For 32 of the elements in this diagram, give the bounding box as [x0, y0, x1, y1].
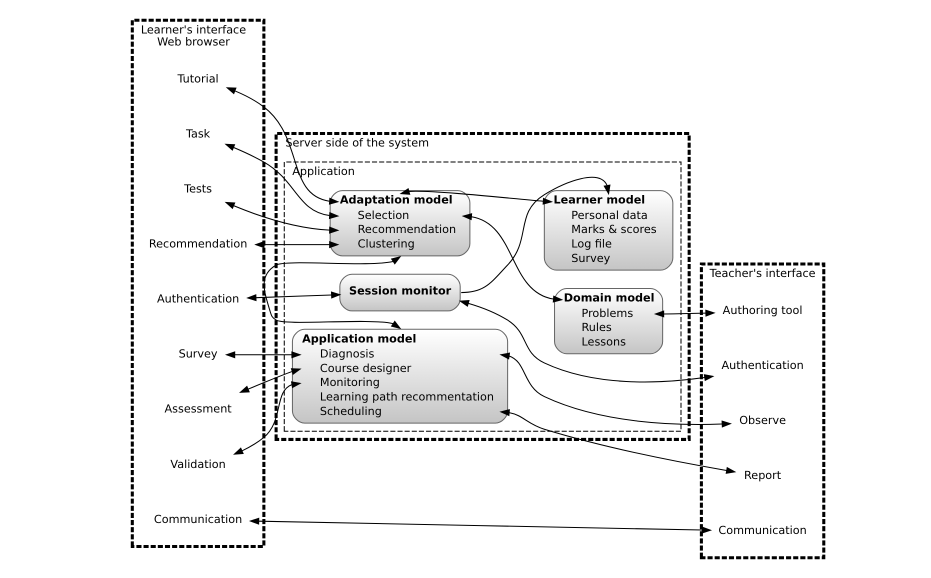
- node-text: Survey: [178, 348, 218, 361]
- arrow: [498, 352, 732, 428]
- node-text: Task: [185, 127, 210, 140]
- arrow: [224, 351, 302, 358]
- arrow: [224, 202, 339, 234]
- node-box: Session monitor: [338, 274, 460, 312]
- arrow: [458, 300, 714, 382]
- node-text: Communication: [153, 512, 242, 526]
- node-text: Validation: [170, 458, 226, 471]
- arrow: [232, 381, 302, 455]
- node-text: Communication: [718, 524, 806, 538]
- arrow: [399, 188, 553, 205]
- arrow: [225, 87, 339, 205]
- node-text: Observe: [738, 414, 786, 427]
- node-text: Authentication: [720, 358, 804, 372]
- node-text: Tests: [184, 182, 212, 196]
- node-text: Tutorial: [176, 72, 218, 86]
- node-text: Report: [744, 469, 781, 482]
- arrow: [653, 310, 716, 318]
- arrow: [246, 291, 341, 302]
- node-text: Assessment: [164, 402, 232, 416]
- arrow: [254, 241, 339, 248]
- node-text: Authoring tool: [722, 304, 802, 317]
- arrow: [248, 518, 712, 534]
- arrow: [498, 409, 736, 474]
- arrow: [263, 256, 401, 330]
- arrow: [460, 176, 610, 294]
- arrow: [224, 144, 339, 220]
- node-text: Recommendation: [148, 237, 247, 250]
- arrow: [238, 368, 302, 393]
- arrow: [461, 213, 563, 303]
- node-text: Authentication: [156, 292, 239, 306]
